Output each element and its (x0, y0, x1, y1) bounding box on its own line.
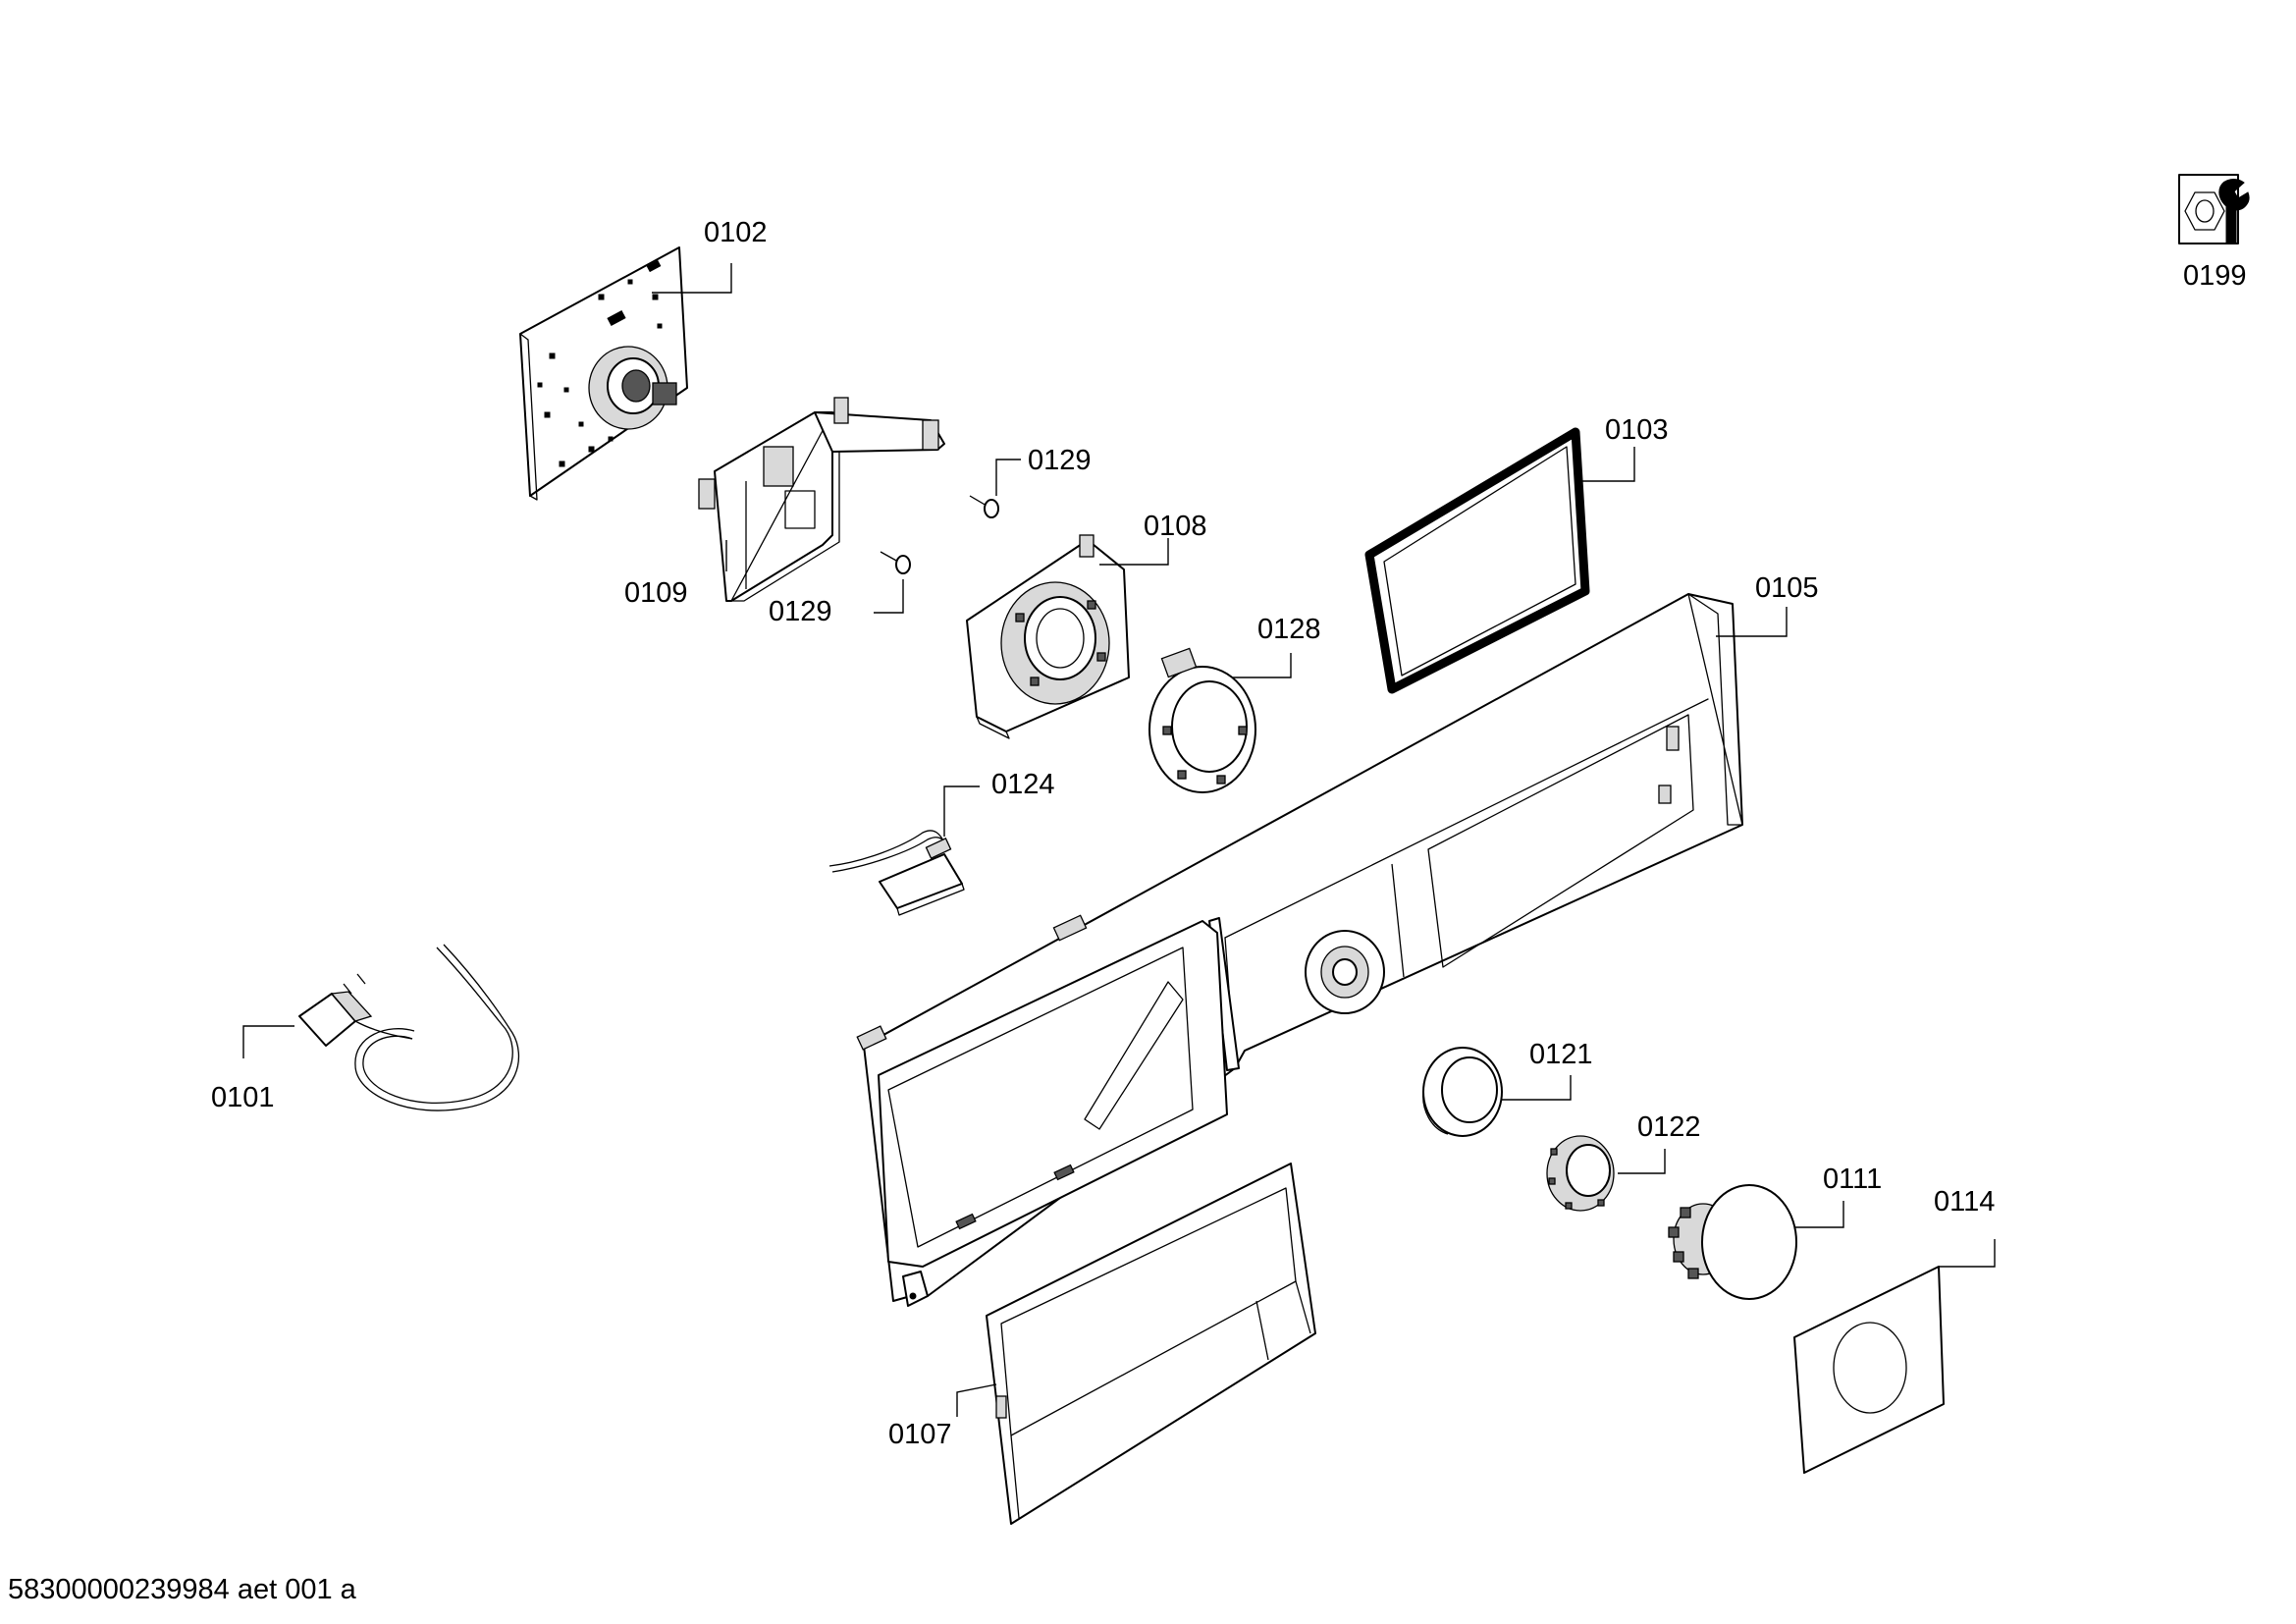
part-0124-sensor[interactable] (828, 830, 965, 916)
label-0121: 0121 (1529, 1039, 1593, 1070)
label-0108: 0108 (1144, 511, 1207, 542)
label-0114: 0114 (1934, 1186, 1995, 1218)
part-0121-bezel-ring[interactable] (1422, 1047, 1503, 1137)
label-0124: 0124 (991, 769, 1055, 800)
part-0129-screw-upper[interactable] (969, 495, 999, 518)
label-0107: 0107 (888, 1419, 952, 1450)
label-0129-upper: 0129 (1028, 445, 1092, 476)
label-0102: 0102 (704, 217, 768, 248)
document-code: 58300000239984 aet 001 a (8, 1574, 357, 1605)
label-0129-lower: 0129 (769, 596, 832, 627)
part-0107-flap[interactable] (986, 1163, 1316, 1525)
label-0128: 0128 (1257, 614, 1321, 645)
part-0129-screw-lower[interactable] (880, 551, 911, 574)
label-0122: 0122 (1637, 1111, 1701, 1143)
part-0109-bracket[interactable] (698, 397, 945, 602)
label-0105: 0105 (1755, 572, 1819, 604)
label-0199: 0199 (2183, 260, 2247, 292)
part-0111-main-knob[interactable] (1668, 1184, 1797, 1300)
part-0102-pcb[interactable] (519, 246, 688, 501)
part-0108-knob-housing[interactable] (966, 534, 1130, 739)
label-0109: 0109 (624, 577, 688, 609)
label-0111: 0111 (1823, 1164, 1882, 1195)
part-0103-display-window[interactable] (1364, 427, 1590, 694)
part-0105-control-panel[interactable] (856, 593, 1743, 1307)
part-0128-ring[interactable] (1148, 647, 1256, 793)
part-0101-power-cord[interactable] (298, 944, 519, 1111)
part-0122-small-knob[interactable] (1546, 1135, 1615, 1212)
part-0114-decal[interactable] (1793, 1266, 1945, 1474)
label-0103: 0103 (1605, 414, 1669, 446)
label-0101: 0101 (211, 1082, 275, 1113)
nut-and-wrench-icon[interactable] (2178, 174, 2250, 244)
